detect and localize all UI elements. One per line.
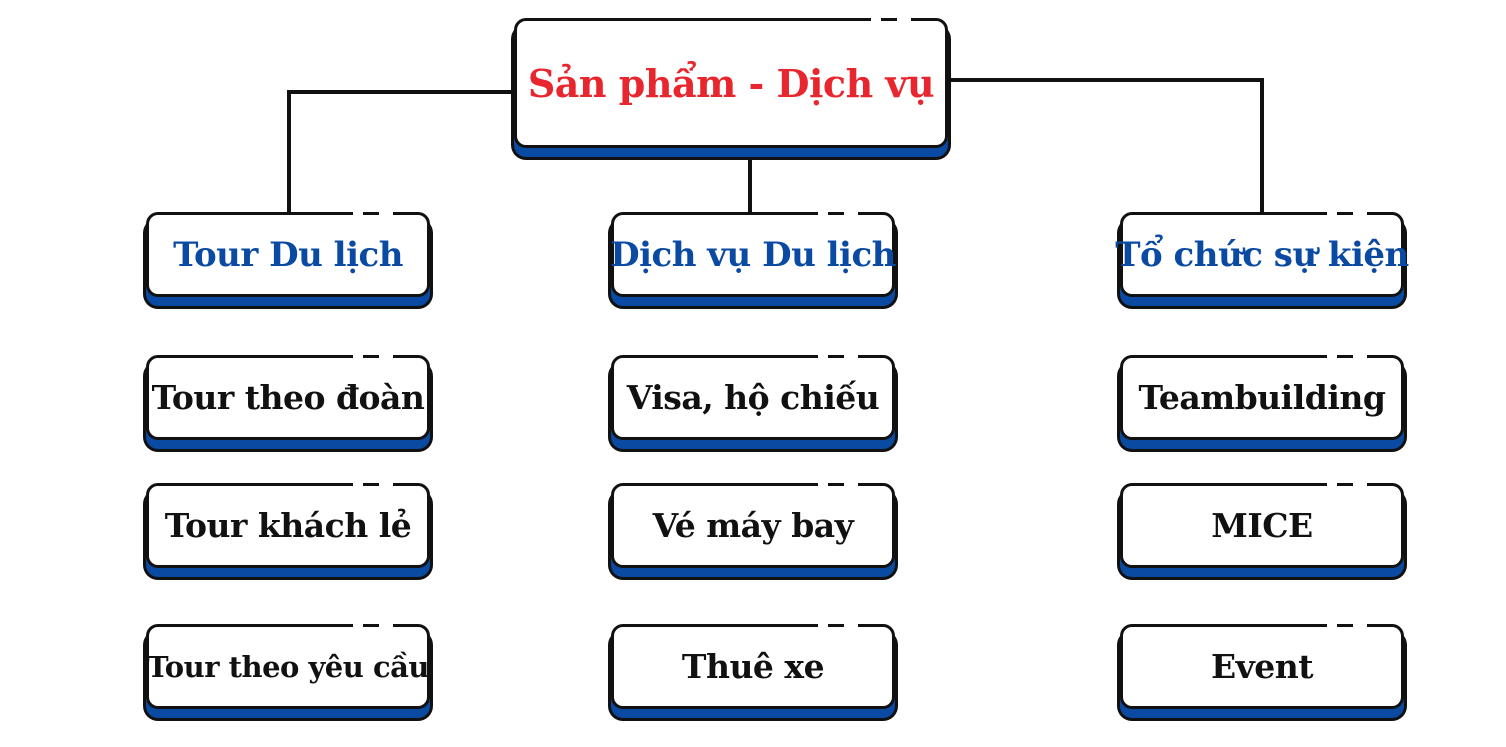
item-tour-khach-le: Tour khách lẻ <box>146 482 430 568</box>
item-ve-may-bay: Vé máy bay <box>611 482 895 568</box>
root-node: Sản phẩm - Dịch vụ <box>514 17 948 148</box>
category-dich-vu-du-lich: Dịch vụ Du lịch <box>610 211 896 297</box>
item-tour-theo-yeu-cau: Tour theo yêu cầu <box>146 623 430 709</box>
item-label: Thuê xe <box>681 647 825 686</box>
item-mice: MICE <box>1120 482 1404 568</box>
connector-root-to-tour <box>287 90 514 212</box>
connector-root-to-events <box>947 78 1264 212</box>
item-label: MICE <box>1211 506 1313 545</box>
category-to-chuc-su-kien: Tổ chức sự kiện <box>1115 211 1409 297</box>
item-event: Event <box>1120 623 1404 709</box>
category-label: Tour Du lịch <box>173 234 403 275</box>
item-label: Tour theo yêu cầu <box>147 649 429 684</box>
item-tour-theo-doan: Tour theo đoàn <box>146 354 430 440</box>
item-label: Tour theo đoàn <box>151 378 425 417</box>
item-label: Event <box>1210 647 1314 686</box>
item-label: Vé máy bay <box>652 506 854 545</box>
category-tour-du-lich: Tour Du lịch <box>146 211 430 297</box>
item-thue-xe: Thuê xe <box>611 623 895 709</box>
root-label: Sản phẩm - Dịch vụ <box>527 60 935 106</box>
item-label: Visa, hộ chiếu <box>626 378 880 417</box>
item-visa-ho-chieu: Visa, hộ chiếu <box>611 354 895 440</box>
item-label: Tour khách lẻ <box>164 506 412 545</box>
category-label: Tổ chức sự kiện <box>1115 234 1409 275</box>
item-label: Teambuilding <box>1138 378 1386 417</box>
category-label: Dịch vụ Du lịch <box>610 234 896 275</box>
item-teambuilding: Teambuilding <box>1120 354 1404 440</box>
